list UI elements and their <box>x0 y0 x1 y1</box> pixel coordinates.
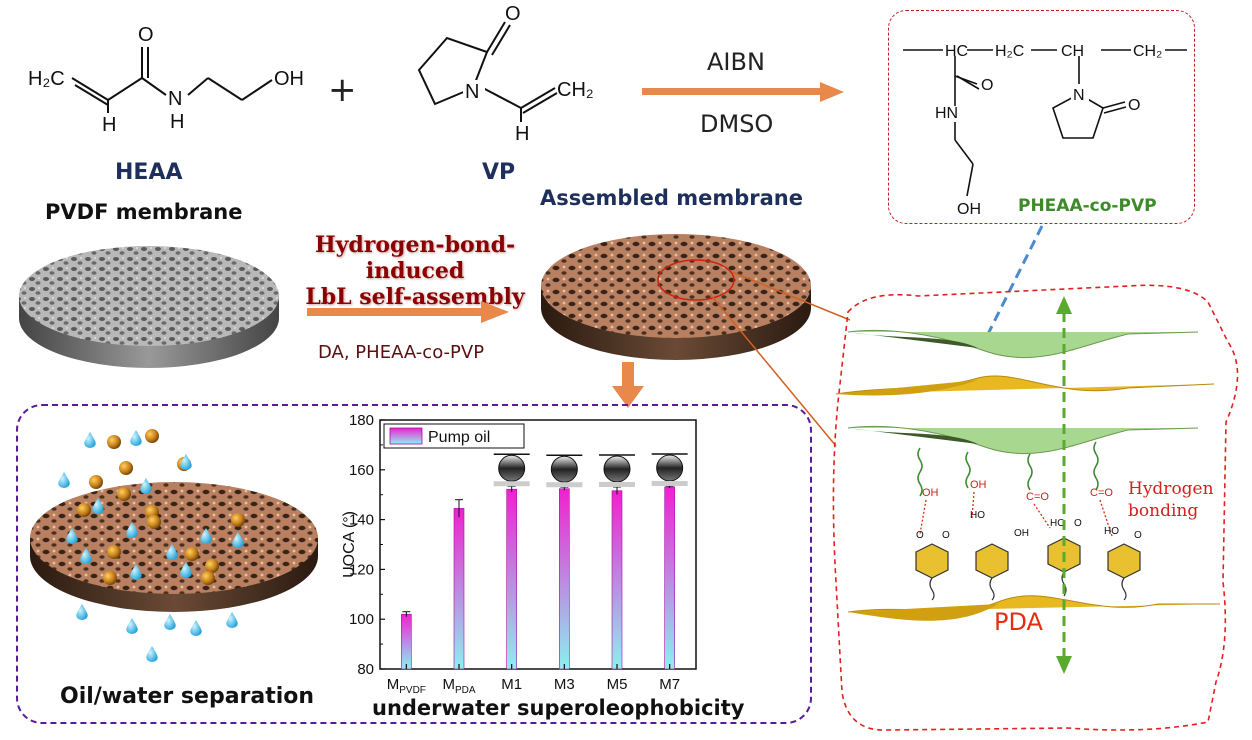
svg-text:O: O <box>138 24 154 46</box>
svg-text:CH: CH <box>1061 43 1084 60</box>
x-tick-label: MPDA <box>442 676 475 696</box>
svg-text:HN: HN <box>935 105 958 122</box>
oil-droplet-image <box>498 454 526 482</box>
method-line1: Hydrogen-bond-induced <box>314 232 516 284</box>
reagent-dmso: DMSO <box>700 110 774 138</box>
svg-text:N: N <box>1073 87 1085 104</box>
droplet-shadow <box>493 481 530 487</box>
legend-swatch <box>389 427 423 445</box>
assembled-label: Assembled membrane <box>540 186 803 210</box>
plus-sign: + <box>328 70 357 110</box>
oil-droplet-image <box>603 455 631 483</box>
chart-frame <box>379 419 697 670</box>
pda-label: PDA <box>994 608 1043 636</box>
svg-text:N: N <box>168 88 182 110</box>
svg-text:H: H <box>102 114 116 136</box>
bar-m1 <box>506 488 517 670</box>
x-tick-label: M7 <box>659 676 680 693</box>
oil-droplet-image <box>656 454 684 482</box>
assembly-arrow <box>307 301 509 323</box>
svg-text:H₂C: H₂C <box>28 68 65 90</box>
y-tick-label: 180 <box>349 412 374 429</box>
svg-text:HO: HO <box>1050 518 1065 529</box>
oil-droplet-image <box>550 455 578 483</box>
polymerization-arrow <box>642 82 844 102</box>
vp-label: VP <box>482 160 516 185</box>
svg-text:OH: OH <box>957 201 981 218</box>
separation-illustration <box>30 429 318 662</box>
droplet-shadow <box>599 481 635 487</box>
pvdf-membrane-disk <box>19 246 279 368</box>
y-tick-label: 100 <box>349 611 374 628</box>
y-tick-label: 160 <box>349 462 374 479</box>
copolymer-structure: HC H₂C CH CH₂ O HN N O OH <box>903 43 1187 218</box>
assembled-membrane-disk <box>541 234 811 360</box>
x-tick-label: MPVDF <box>387 676 426 696</box>
svg-text:HO: HO <box>970 510 985 521</box>
copolymer-label: PHEAA-co-PVP <box>1018 196 1157 216</box>
assembly-reagents: DA, PHEAA-co-PVP <box>318 342 485 363</box>
svg-text:N: N <box>465 81 479 103</box>
svg-text:O: O <box>505 3 521 25</box>
svg-text:O: O <box>981 77 993 94</box>
hydrogen-bonding-label: Hydrogen bonding <box>1128 478 1214 522</box>
legend-label: Pump oil <box>428 429 490 446</box>
svg-text:C=O: C=O <box>1026 491 1049 503</box>
chart-caption: underwater superoleophobicity <box>372 696 745 720</box>
mechanism-panel: OH OH C=O C=O O O HO OH HO O HO O <box>832 284 1239 731</box>
bar-m-pda <box>453 508 465 670</box>
svg-text:OH: OH <box>922 487 939 499</box>
reagent-aibn: AIBN <box>707 48 765 76</box>
vp-structure: N O CH₂ H <box>417 3 594 145</box>
pvdf-label: PVDF membrane <box>45 200 243 224</box>
x-tick-label: M5 <box>607 676 628 693</box>
heaa-structure: H₂C O N H H OH <box>28 24 304 136</box>
svg-text:HC: HC <box>945 43 968 60</box>
droplet-shadow <box>546 482 583 488</box>
bar-m7 <box>664 486 675 670</box>
hb-line1: Hydrogen <box>1128 479 1214 499</box>
separation-label: Oil/water separation <box>60 684 315 709</box>
y-tick-label: 80 <box>357 661 374 678</box>
svg-text:O: O <box>916 530 924 541</box>
svg-text:H: H <box>170 111 184 133</box>
svg-text:H₂C: H₂C <box>995 43 1024 60</box>
bar-m3 <box>559 488 570 670</box>
y-tick-label: 120 <box>349 561 374 578</box>
svg-text:O: O <box>1074 518 1082 529</box>
blue-dashed-connector <box>986 225 1044 335</box>
svg-text:CH₂: CH₂ <box>1133 43 1162 60</box>
svg-text:H: H <box>515 123 529 145</box>
svg-text:HO: HO <box>1104 526 1119 537</box>
zoom-connector <box>709 271 851 447</box>
y-axis-label: UOCA (°) <box>341 511 358 578</box>
svg-text:CH₂: CH₂ <box>557 79 594 101</box>
copolymer-box <box>888 10 1195 224</box>
svg-text:OH: OH <box>274 68 304 90</box>
down-arrow <box>612 362 644 408</box>
application-box <box>16 404 812 724</box>
droplet-shadow <box>651 480 688 486</box>
svg-text:O: O <box>1134 530 1142 541</box>
hb-line2: bonding <box>1128 501 1199 521</box>
y-tick-label: 140 <box>349 512 374 529</box>
lbl-method: Hydrogen-bond-induced LbL self-assembly <box>270 232 560 310</box>
svg-text:O: O <box>1128 97 1140 114</box>
svg-text:O: O <box>942 530 950 541</box>
x-tick-label: M1 <box>501 676 522 693</box>
bar-m-pvdf <box>401 613 412 670</box>
svg-text:C=O: C=O <box>1090 487 1113 499</box>
svg-text:OH: OH <box>970 479 987 491</box>
heaa-label: HEAA <box>115 160 183 185</box>
bar-m5 <box>611 490 623 670</box>
svg-text:OH: OH <box>1014 528 1029 539</box>
x-tick-label: M3 <box>554 676 575 693</box>
